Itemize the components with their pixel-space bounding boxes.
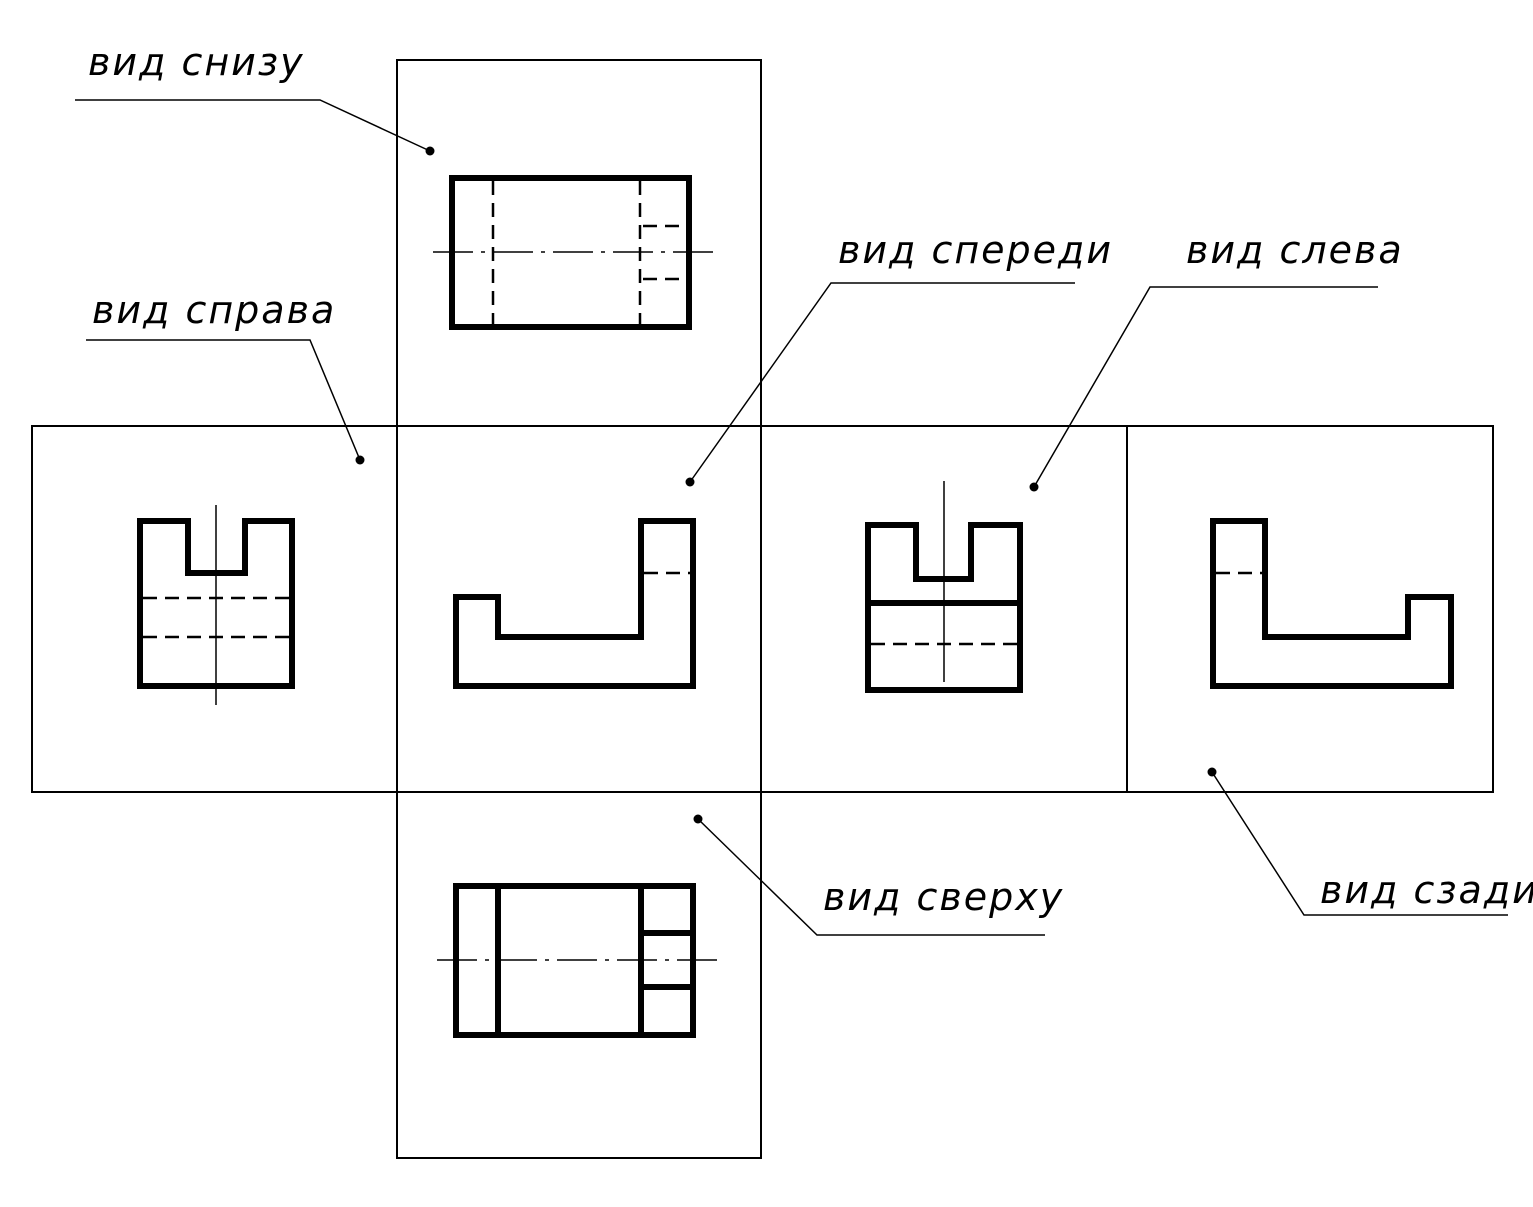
panel-top-view: [396, 791, 762, 1159]
panel-rear-view: [1126, 425, 1494, 793]
leader-left-view: [1033, 286, 1378, 488]
leader-dot-front-view: [685, 477, 695, 487]
leader-bottom-view: [75, 99, 431, 152]
leaders: [75, 99, 1508, 936]
left-view-drawing: [865, 481, 1023, 693]
panel-front-view: [396, 425, 762, 793]
leader-top-view: [697, 818, 1045, 936]
leader-dot-bottom-view: [425, 146, 435, 156]
right-view-drawing: [137, 505, 295, 705]
leader-right-view: [86, 339, 361, 461]
leader-dot-left-view: [1029, 482, 1039, 492]
leader-front-view: [689, 282, 1075, 483]
label-bottom-view: вид снизу: [88, 40, 305, 84]
leader-rear-view: [1211, 771, 1508, 916]
leader-dot-top-view: [693, 814, 703, 824]
rear-view-drawing: [1210, 518, 1454, 689]
label-front-view: вид спереди: [838, 228, 1113, 272]
front-view-drawing: [453, 518, 696, 689]
label-rear-view: вид сзади: [1320, 868, 1533, 912]
panel-frames: [31, 59, 1494, 1159]
label-top-view: вид сверху: [823, 875, 1064, 919]
panel-right-view: [31, 425, 398, 793]
bottom-view-drawing: [433, 175, 716, 330]
leader-dot-rear-view: [1207, 767, 1217, 777]
top-view-drawing: [437, 883, 720, 1038]
label-right-view: вид справа: [92, 288, 336, 332]
leader-dot-right-view: [355, 455, 365, 465]
label-left-view: вид слева: [1186, 228, 1404, 272]
labels: вид снизу вид справа вид спереди вид сле…: [88, 40, 1533, 919]
